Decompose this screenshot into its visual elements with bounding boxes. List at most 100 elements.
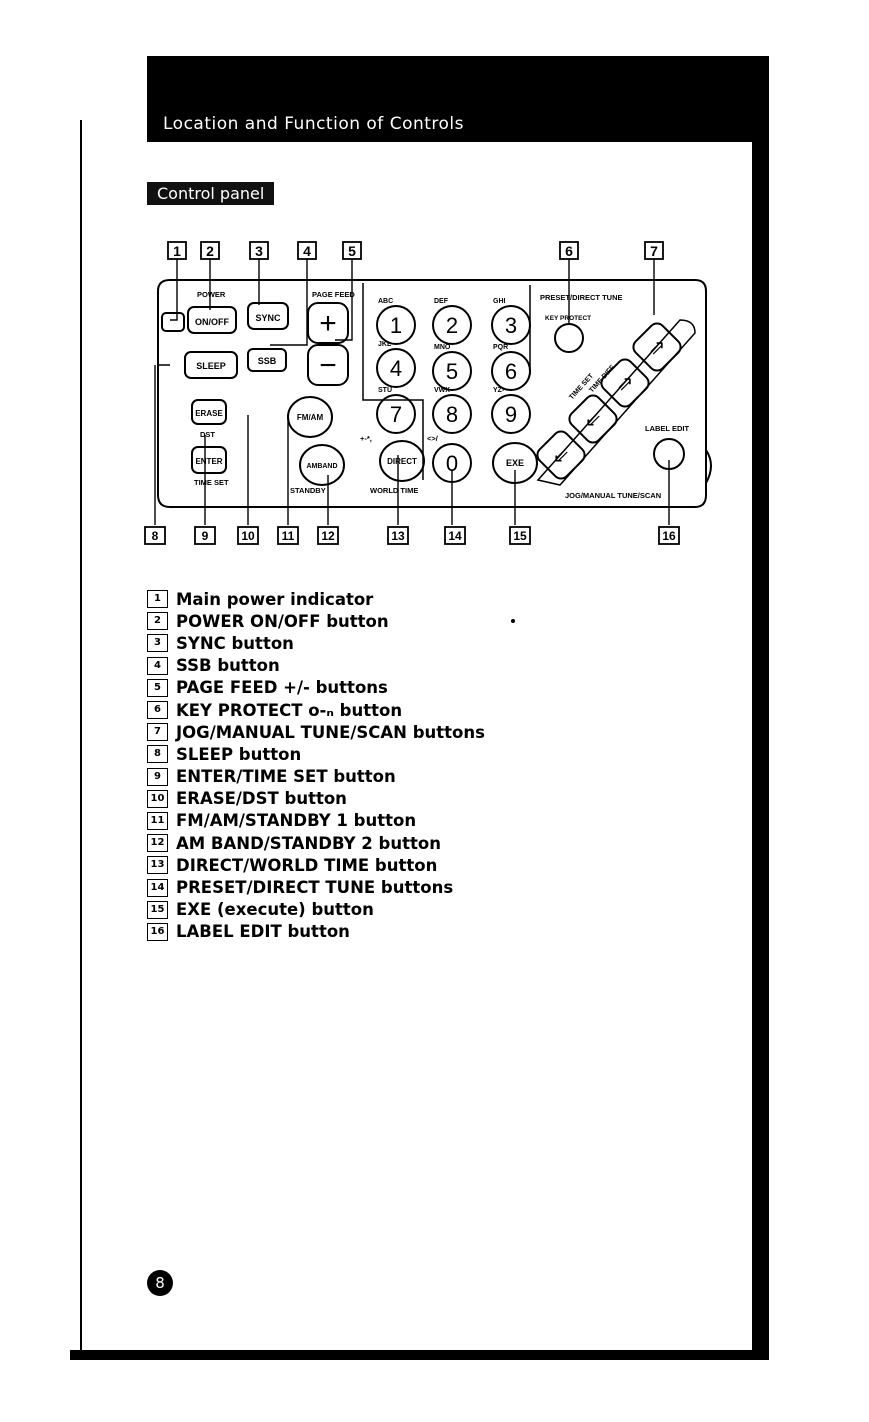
stray-dot [511, 619, 515, 623]
key-digit: 3 [505, 313, 517, 338]
arrow-down-left-icon: ⇙ [585, 409, 602, 431]
key-letters: PQR [493, 344, 508, 351]
page-number: 8 [147, 1270, 173, 1296]
standby-label: STANDBY [290, 486, 326, 495]
legend-number: 5 [147, 678, 168, 697]
callout-number: 10 [241, 529, 255, 543]
power-label: POWER [197, 290, 226, 299]
legend-text: ENTER/TIME SET button [176, 767, 396, 787]
label-edit-button [653, 438, 685, 470]
exe-label: EXE [506, 458, 524, 468]
legend-number: 11 [147, 811, 168, 830]
key-letters: DEF [434, 298, 449, 305]
callout-number: 1 [173, 243, 181, 259]
key-4-button[interactable] [376, 348, 416, 388]
callout-box [317, 526, 339, 545]
key-8-button[interactable] [432, 394, 472, 434]
legend-number: 3 [147, 634, 168, 653]
sync-label: SYNC [255, 313, 281, 323]
exe-button [492, 442, 538, 484]
legend-number: 1 [147, 590, 168, 609]
key-2-button[interactable] [432, 305, 472, 345]
callout-number: 7 [650, 243, 658, 259]
legend-number: 15 [147, 900, 168, 919]
callout-number: 14 [448, 529, 462, 543]
legend-text: SLEEP button [176, 744, 302, 764]
fm-am-button [287, 396, 333, 438]
legend-number: 6 [147, 701, 168, 720]
key-0-button[interactable] [432, 443, 472, 483]
legend-text: FM/AM/STANDBY 1 button [176, 811, 417, 831]
key-digit: 8 [446, 402, 458, 427]
legend-number: 2 [147, 612, 168, 631]
callout-box [277, 526, 299, 545]
legend-text: JOG/MANUAL TUNE/SCAN buttons [176, 722, 485, 742]
right-edge-bar [752, 56, 769, 1360]
key-letters: JKL [378, 341, 392, 348]
bottom-edge-bar [70, 1350, 769, 1360]
preset-direct-label: PRESET/DIRECT TUNE [540, 293, 623, 302]
page-feed-label: PAGE FEED [312, 290, 355, 299]
legend-text: PRESET/DIRECT TUNE buttons [176, 878, 454, 898]
key-7-button[interactable] [376, 394, 416, 434]
callout-number: 15 [513, 529, 527, 543]
enter-label: ENTER [195, 457, 222, 466]
legend-text: POWER ON/OFF button [176, 611, 389, 631]
key-5-button[interactable] [432, 351, 472, 391]
legend-item: 16 LABEL EDIT button [147, 921, 485, 943]
callout-number: 4 [303, 243, 311, 259]
key-letters: STU [378, 387, 392, 394]
enter-button [191, 446, 227, 474]
on-off-label: ON/OFF [195, 317, 229, 327]
legend-text: DIRECT/WORLD TIME button [176, 855, 438, 875]
legend-number: 13 [147, 856, 168, 875]
sleep-button [184, 351, 238, 379]
legend-text: LABEL EDIT button [176, 922, 350, 942]
legend-item: 2 POWER ON/OFF button [147, 610, 485, 632]
callout-number: 12 [321, 529, 335, 543]
key-letters: YZ- [493, 387, 505, 394]
callout-number: 5 [348, 243, 356, 259]
legend-number: 10 [147, 789, 168, 808]
arrow-up-right-icon: ⇗ [649, 337, 666, 359]
angle-label: <>/ [427, 434, 439, 443]
key-9-button[interactable] [491, 394, 531, 434]
callout-number: 3 [255, 243, 263, 259]
key-protect-button [554, 323, 584, 353]
key-1-button[interactable] [376, 305, 416, 345]
erase-button [191, 399, 227, 425]
key-6-button[interactable] [491, 351, 531, 391]
direct-label: DIRECT [387, 457, 417, 466]
legend-text: SSB button [176, 656, 280, 676]
legend-item: 13 DIRECT/WORLD TIME button [147, 854, 485, 876]
key-digit: 4 [390, 356, 402, 381]
key-digit: 0 [446, 451, 458, 476]
minus-label: − [319, 349, 337, 382]
callout-number: 8 [152, 529, 159, 543]
legend-number: 16 [147, 922, 168, 941]
ssb-label: SSB [258, 356, 277, 366]
left-margin-line [80, 120, 82, 1360]
dst-label: DST [200, 430, 215, 439]
world-time-label: WORLD TIME [370, 486, 418, 495]
legend-number: 7 [147, 723, 168, 742]
legend-number: 8 [147, 745, 168, 764]
plus-label: + [319, 307, 337, 340]
power-indicator [161, 312, 185, 332]
callout-box [444, 526, 466, 545]
callout-box [237, 526, 259, 545]
callout-number: 2 [206, 243, 214, 259]
callout-box [144, 526, 166, 545]
plus-star-label: +-*, [360, 434, 372, 443]
key-3-button[interactable] [491, 305, 531, 345]
legend-item: 11 FM/AM/STANDBY 1 button [147, 810, 485, 832]
key-digit: 7 [390, 402, 402, 427]
